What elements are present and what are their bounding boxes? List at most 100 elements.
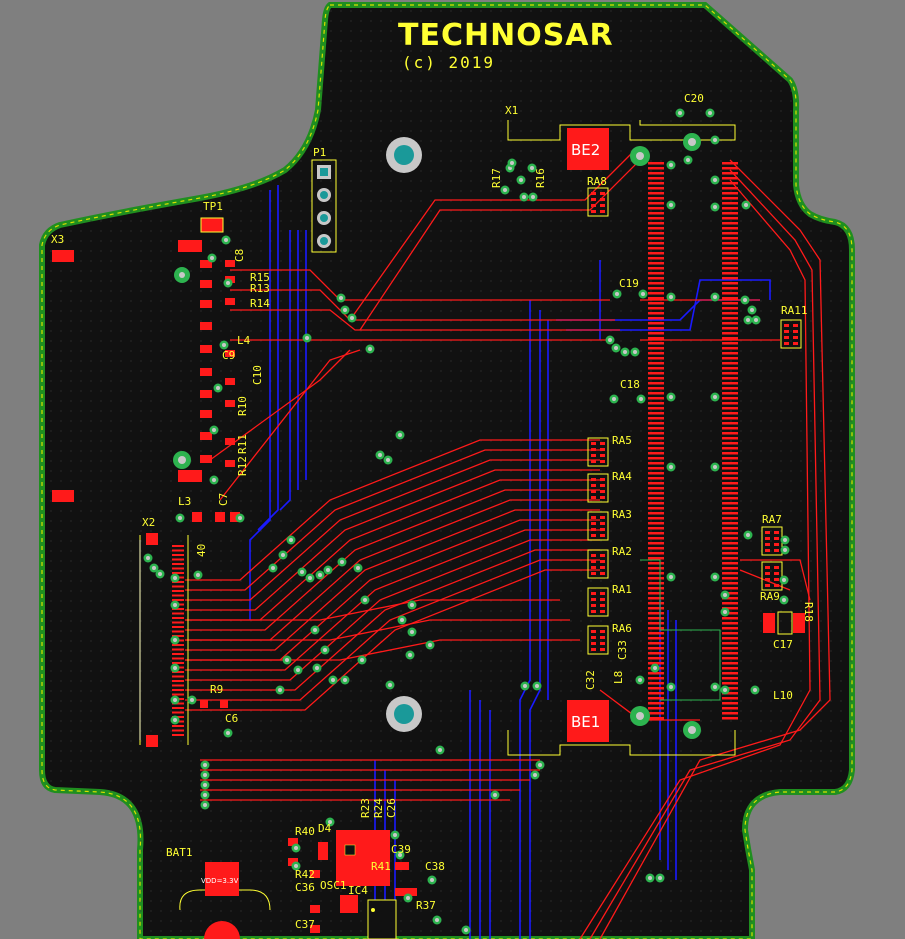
connector-pad xyxy=(722,352,738,355)
via xyxy=(432,915,442,925)
connector-pad xyxy=(648,672,664,675)
resistor-network-pad xyxy=(591,192,596,195)
resistor-network-pad xyxy=(600,528,605,531)
connector-pad xyxy=(722,342,738,345)
x2-pad xyxy=(172,635,184,637)
connector-pad xyxy=(722,482,738,485)
x2-pad xyxy=(172,567,184,570)
via xyxy=(655,873,665,883)
resistor-network-pad xyxy=(765,584,770,587)
connector-pad xyxy=(722,222,738,225)
connector-pad xyxy=(722,432,738,435)
label-r9: R9 xyxy=(210,683,223,696)
label-pin40: 40 xyxy=(195,544,208,557)
via xyxy=(403,893,413,903)
connector-pad xyxy=(722,547,738,550)
via xyxy=(609,394,619,404)
via xyxy=(207,253,217,263)
label-c33: C33 xyxy=(616,640,629,660)
connector-pad xyxy=(722,692,738,695)
via xyxy=(385,680,395,690)
connector-pad xyxy=(722,182,738,185)
connector-pad xyxy=(648,687,664,690)
via xyxy=(310,625,320,635)
connector-pad xyxy=(722,192,738,195)
connector-pad xyxy=(722,492,738,495)
connector-pad xyxy=(648,202,664,205)
resistor-network-pad xyxy=(591,210,596,213)
connector-pad xyxy=(648,512,664,515)
connector-pad xyxy=(722,517,738,520)
connector-pad xyxy=(722,327,738,330)
vias xyxy=(143,108,790,935)
board-title: TECHNOSAR xyxy=(398,18,614,53)
battery: VDD=3.3V xyxy=(179,862,271,939)
resistor-network-pad xyxy=(591,598,596,601)
resistor-network-pad xyxy=(591,522,596,525)
resistor-network-pad xyxy=(600,478,605,481)
connector-pad xyxy=(648,422,664,425)
label-x3: X3 xyxy=(51,233,64,246)
x2-pad xyxy=(172,689,184,691)
label-r41: R41 xyxy=(371,860,391,873)
label-c37: C37 xyxy=(295,918,315,931)
mounting-hole-bottom xyxy=(386,696,422,732)
x2-pad xyxy=(172,558,184,561)
resistor-network xyxy=(587,437,609,467)
mounting-hole-top xyxy=(386,137,422,173)
connector-pad xyxy=(648,432,664,435)
resistor-network-pad xyxy=(793,336,798,339)
resistor-network-pad xyxy=(591,516,596,519)
resistor-network-pad xyxy=(600,448,605,451)
resistor-networks xyxy=(587,187,802,655)
connector-pad xyxy=(722,612,738,615)
resistor-network-pad xyxy=(591,610,596,613)
connector-pad xyxy=(648,382,664,385)
connector-pad xyxy=(648,627,664,630)
via xyxy=(528,192,538,202)
via xyxy=(200,790,210,800)
resistor-network-pad xyxy=(591,528,596,531)
label-ra4: RA4 xyxy=(612,470,632,483)
label-c9: C9 xyxy=(222,349,235,362)
connector-pad xyxy=(648,657,664,660)
connector-pad xyxy=(648,507,664,510)
via xyxy=(427,875,437,885)
resistor-network-pad xyxy=(600,442,605,445)
resistor-network-pad xyxy=(591,478,596,481)
resistor-network-pad xyxy=(591,604,596,607)
connector-pad xyxy=(722,402,738,405)
connector-pad xyxy=(722,362,738,365)
label-c20: C20 xyxy=(684,92,704,105)
resistor-network-pad xyxy=(591,448,596,451)
via xyxy=(395,850,405,860)
copyright-text: (c) 2019 xyxy=(402,53,495,72)
label-be1: BE1 xyxy=(571,713,600,731)
connector-pad xyxy=(722,497,738,500)
label-r14: R14 xyxy=(250,297,270,310)
resistor-network-pad xyxy=(600,604,605,607)
resistor-network-pad xyxy=(600,490,605,493)
connector-pad xyxy=(648,242,664,245)
via xyxy=(340,305,350,315)
label-ra7: RA7 xyxy=(762,513,782,526)
connector-pad xyxy=(648,212,664,215)
connector-pad xyxy=(722,542,738,545)
x2-pad xyxy=(172,612,184,615)
connector-pad xyxy=(722,227,738,230)
x2-pad xyxy=(172,545,184,547)
connector-pad xyxy=(648,682,664,685)
resistor-network-pad xyxy=(600,460,605,463)
connector-pad xyxy=(648,712,664,715)
via xyxy=(282,655,292,665)
label-l4: L4 xyxy=(237,334,251,347)
connector-pad xyxy=(722,662,738,665)
connector-pad xyxy=(648,487,664,490)
via xyxy=(740,295,750,305)
via xyxy=(221,235,231,245)
x2-pad xyxy=(172,626,184,628)
connector-pad xyxy=(648,557,664,560)
connector-pad xyxy=(722,277,738,280)
resistor-network-pad xyxy=(591,642,596,645)
via xyxy=(149,563,159,573)
